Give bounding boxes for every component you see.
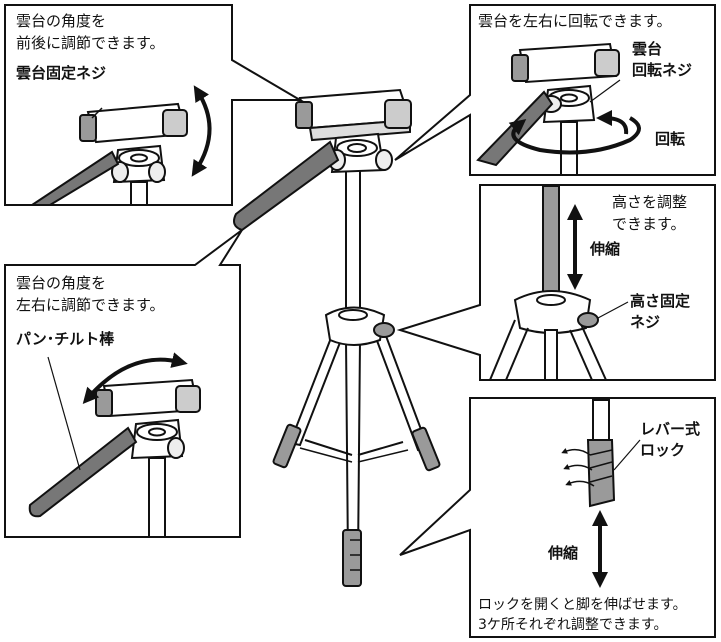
legs-illustration	[561, 399, 641, 588]
rotate-arrow-left	[508, 116, 641, 155]
pan-illustration	[28, 352, 201, 538]
callout-legs	[399, 397, 716, 638]
height-caption-line1: 高さを調整	[612, 193, 688, 211]
rotate-arrow-right	[596, 110, 629, 135]
tilt-caption-line1: 雲台の角度を	[16, 12, 107, 30]
pan-arrow	[82, 352, 188, 405]
height-lock-knob	[373, 322, 395, 338]
column-top	[542, 185, 560, 297]
height-illustration	[489, 185, 629, 381]
tripod-leg-locks	[272, 423, 441, 587]
rotate-motion-label: 回転	[655, 130, 686, 148]
pan-tilt-handle	[233, 140, 340, 232]
rotate-knob-label-line1: 雲台	[632, 40, 663, 58]
tilt-illustration	[28, 85, 212, 206]
main-tripod	[233, 88, 441, 587]
tilt-knob-label: 雲台固定ネジ	[16, 64, 107, 82]
height-knob-label-line2: ネジ	[630, 313, 661, 331]
height-caption-line2: できます。	[612, 215, 686, 233]
rotate-illustration	[476, 42, 641, 176]
height-knob-label-line1: 高さ固定	[630, 292, 691, 310]
legs-lock-label-line1: レバー式	[640, 420, 701, 438]
tilt-arrow	[191, 85, 212, 177]
rotate-caption: 雲台を左右に回転できます。	[478, 12, 672, 30]
legs-caption-line1: ロックを開くと脚を伸ばせます。	[478, 597, 687, 613]
pan-caption-line2: 左右に調節できます。	[16, 296, 165, 314]
pan-handle	[28, 426, 138, 518]
pan-caption-line1: 雲台の角度を	[16, 274, 107, 292]
rotate-knob-label-line2: 回転ネジ	[632, 61, 693, 79]
pan-handle-label: パン･チルト棒	[16, 330, 115, 348]
tilt-caption-line2: 前後に調節できます。	[16, 34, 165, 52]
legs-caption-line2: 3ケ所それぞれ調整できます。	[478, 617, 668, 633]
legs-motion-label: 伸縮	[548, 544, 579, 562]
tripod-leg-front	[344, 339, 362, 561]
height-motion-label: 伸縮	[590, 240, 621, 258]
legs-lock-label-line2: ロック	[640, 441, 686, 459]
